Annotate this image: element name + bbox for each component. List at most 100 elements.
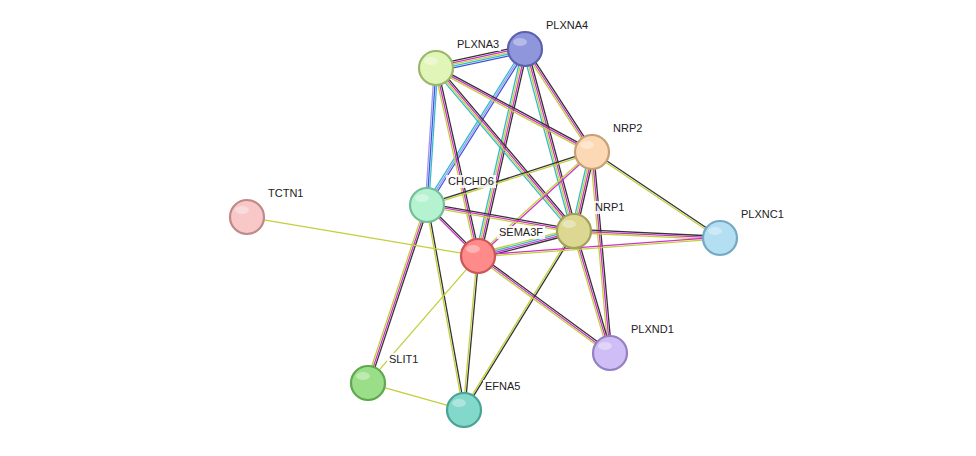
evidence-strand	[479, 65, 518, 239]
interaction-edge	[450, 75, 578, 146]
evidence-strand	[430, 85, 437, 188]
evidence-strand	[492, 266, 597, 343]
protein-node: CHCHD6	[409, 187, 445, 223]
evidence-strand	[466, 273, 477, 393]
interaction-edge	[426, 85, 436, 188]
protein-name: TCTN1	[266, 187, 305, 200]
evidence-strand	[607, 161, 707, 228]
evidence-strand	[495, 238, 703, 253]
node-highlight	[452, 399, 466, 407]
node-circle	[351, 366, 385, 400]
node-highlight	[356, 372, 370, 380]
protein-name: SEMA3F	[497, 226, 545, 239]
node-circle	[419, 51, 453, 85]
protein-node: PLXND1	[592, 335, 628, 371]
interaction-edge	[577, 247, 607, 337]
evidence-strand	[445, 83, 561, 220]
protein-node: NRP1	[556, 213, 592, 249]
interaction-edge	[591, 230, 703, 239]
protein-node: PLXNA3	[418, 50, 454, 86]
protein-node: SEMA3F	[460, 238, 496, 274]
node-shape	[460, 238, 496, 274]
protein-name: CHCHD6	[446, 175, 496, 188]
interaction-edge	[264, 220, 461, 253]
node-highlight	[580, 141, 594, 149]
protein-name: EFNA5	[483, 380, 522, 393]
evidence-strand	[606, 162, 706, 229]
node-shape	[592, 335, 628, 371]
evidence-strand	[443, 156, 576, 199]
node-circle	[575, 135, 609, 169]
protein-node: NRP2	[574, 134, 610, 170]
node-highlight	[424, 57, 438, 65]
protein-node: EFNA5	[446, 392, 482, 428]
evidence-strand	[441, 84, 476, 239]
node-highlight	[235, 206, 249, 214]
evidence-strand	[495, 240, 703, 255]
evidence-strand	[453, 53, 509, 65]
protein-node: TCTN1	[229, 199, 265, 235]
evidence-strand	[438, 85, 473, 240]
protein-name: NRP2	[611, 122, 644, 135]
protein-node: SLIT1	[350, 365, 386, 401]
evidence-strand	[428, 85, 435, 188]
evidence-strand	[438, 218, 465, 245]
node-circle	[557, 214, 591, 248]
node-highlight	[466, 245, 480, 253]
evidence-strand	[577, 168, 587, 214]
evidence-strand	[264, 220, 461, 253]
interaction-edge	[438, 216, 466, 244]
interaction-edge	[592, 169, 610, 336]
evidence-strand	[440, 216, 467, 243]
protein-name: PLXNA3	[455, 38, 501, 51]
evidence-strand	[379, 269, 467, 370]
evidence-strand	[575, 168, 585, 214]
interaction-edge	[495, 238, 703, 255]
node-shape	[446, 392, 482, 428]
evidence-strand	[527, 66, 567, 215]
evidence-strand	[493, 265, 598, 342]
interaction-edge	[575, 168, 590, 215]
node-shape	[574, 134, 610, 170]
interaction-edge	[443, 156, 576, 200]
protein-name: SLIT1	[387, 353, 420, 366]
node-shape	[229, 199, 265, 235]
interaction-edge	[465, 273, 478, 393]
evidence-strand	[591, 234, 703, 239]
protein-name: PLXNA4	[544, 19, 590, 32]
interaction-edge	[606, 161, 707, 229]
node-circle	[461, 239, 495, 273]
evidence-strand	[579, 247, 605, 336]
interaction-edge	[379, 269, 467, 370]
node-highlight	[708, 227, 722, 235]
node-highlight	[562, 220, 576, 228]
node-highlight	[598, 342, 612, 350]
node-shape	[702, 220, 738, 256]
node-circle	[593, 336, 627, 370]
evidence-strand	[426, 85, 433, 188]
node-circle	[230, 200, 264, 234]
evidence-strand	[453, 56, 509, 68]
node-circle	[447, 393, 481, 427]
evidence-strand	[443, 158, 576, 201]
interaction-edge	[384, 388, 447, 406]
evidence-strand	[580, 247, 606, 336]
interaction-edge	[491, 265, 598, 345]
node-circle	[410, 188, 444, 222]
protein-name: PLXND1	[629, 323, 676, 336]
evidence-strand	[577, 248, 603, 337]
node-highlight	[415, 194, 429, 202]
node-circle	[703, 221, 737, 255]
evidence-strand	[465, 273, 476, 393]
evidence-strand	[375, 222, 423, 368]
interaction-edge	[452, 49, 509, 68]
protein-node: PLXNC1	[702, 220, 738, 256]
interaction-edge	[533, 62, 584, 138]
evidence-strand	[444, 206, 558, 226]
evidence-strand	[431, 222, 462, 394]
node-shape	[507, 31, 543, 67]
interaction-edge	[438, 84, 476, 240]
evidence-strand	[453, 54, 509, 66]
node-shape	[556, 213, 592, 249]
